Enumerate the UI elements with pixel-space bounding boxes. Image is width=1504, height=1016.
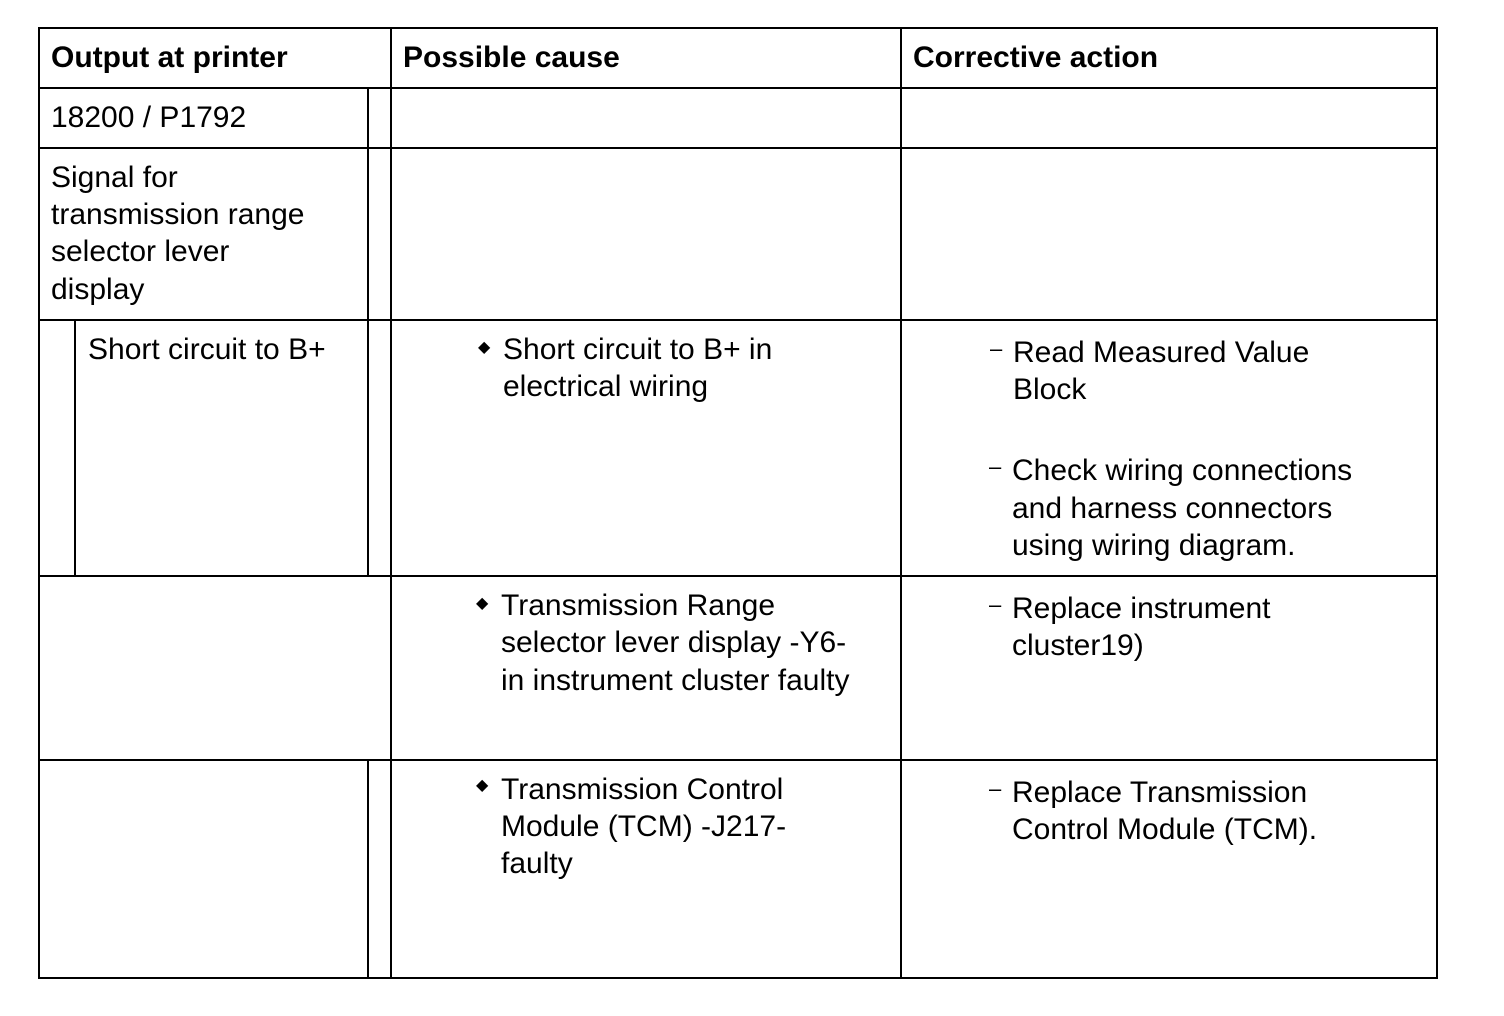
table-border-left	[38, 27, 40, 979]
bullet-marker: ◆	[476, 595, 489, 612]
cause-text-line: selector lever display -Y6-	[501, 626, 847, 659]
row-divider	[38, 319, 1438, 321]
nested-column-divider	[367, 87, 369, 577]
row-divider	[38, 575, 1438, 577]
table-border-bottom	[38, 977, 1438, 979]
action-text-line: Read Measured Value	[1013, 336, 1310, 369]
bullet-marker: ◆	[476, 777, 489, 794]
fault-condition: Short circuit to B+	[88, 333, 326, 366]
column-divider-cause	[390, 27, 392, 979]
fault-description-line: Signal for	[51, 161, 178, 194]
header-possible-cause: Possible cause	[403, 41, 620, 74]
cause-text-line: Module (TCM) -J217-	[501, 810, 787, 843]
row-divider	[38, 759, 1438, 761]
action-text-line: and harness connectors	[1012, 492, 1333, 525]
dash-marker: –	[989, 454, 1002, 479]
cause-text-line: Transmission Control	[501, 773, 784, 806]
cause-text-line: in instrument cluster faulty	[501, 664, 850, 697]
action-text-line: using wiring diagram.	[1012, 529, 1296, 562]
dash-marker: –	[989, 592, 1002, 617]
table-border-right	[1436, 27, 1438, 979]
column-divider-action	[900, 27, 902, 979]
header-output-at-printer: Output at printer	[51, 41, 288, 74]
table-border-top	[38, 27, 1438, 29]
cause-text-line: electrical wiring	[503, 370, 709, 403]
fault-description-line: transmission range	[51, 198, 305, 231]
fault-description-line: selector lever	[51, 235, 230, 268]
nested-column-divider	[367, 759, 369, 979]
fault-description-line: display	[51, 273, 145, 306]
bullet-marker: ◆	[478, 339, 491, 356]
cause-text-line: Transmission Range	[501, 589, 775, 622]
action-text-line: Control Module (TCM).	[1012, 813, 1318, 846]
row-divider	[38, 87, 1438, 89]
action-text-line: Block	[1013, 373, 1087, 406]
action-text-line: Replace instrument	[1012, 592, 1271, 625]
fault-code: 18200 / P1792	[51, 101, 247, 134]
action-text-line: Replace Transmission	[1012, 776, 1308, 809]
action-text-line: cluster19)	[1012, 629, 1144, 662]
cause-text-line: Short circuit to B+ in	[503, 333, 773, 366]
dash-marker: –	[990, 336, 1003, 361]
indent-divider	[74, 319, 76, 577]
action-text-line: Check wiring connections	[1012, 454, 1353, 487]
cause-text-line: faulty	[501, 847, 573, 880]
dash-marker: –	[989, 776, 1002, 801]
row-divider	[38, 147, 1438, 149]
header-corrective-action: Corrective action	[913, 41, 1159, 74]
